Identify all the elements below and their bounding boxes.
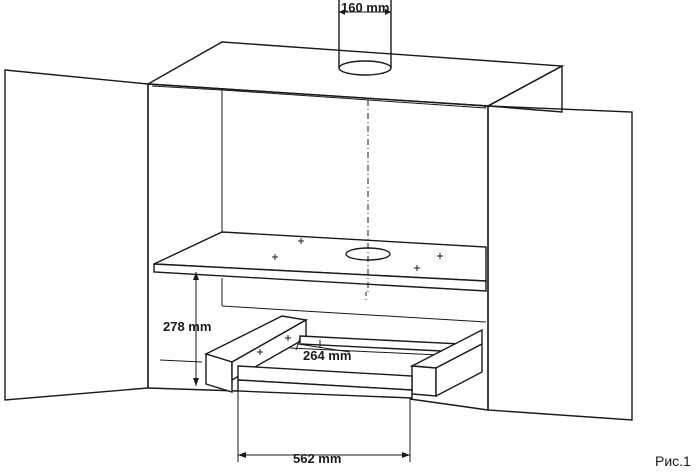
height-dimension (159, 272, 203, 386)
middle-shelf (153, 231, 487, 292)
hood-width-label: 562 mm (293, 451, 341, 466)
hood-frame (204, 315, 483, 399)
opening-height-label: 278 mm (163, 319, 211, 334)
width-dimension (237, 391, 411, 462)
depth-dimension (295, 337, 351, 353)
figure-label: Рис.1 (655, 453, 691, 469)
right-cabinet-door (487, 105, 633, 421)
shelf-screw-marks (272, 238, 443, 271)
hood-screw-marks (257, 335, 291, 355)
duct-diameter-label: 160 mm (341, 0, 389, 15)
hood-depth-label: 264 mm (303, 348, 351, 363)
duct-outlet (338, 0, 392, 76)
left-cabinet-door (4, 69, 149, 401)
